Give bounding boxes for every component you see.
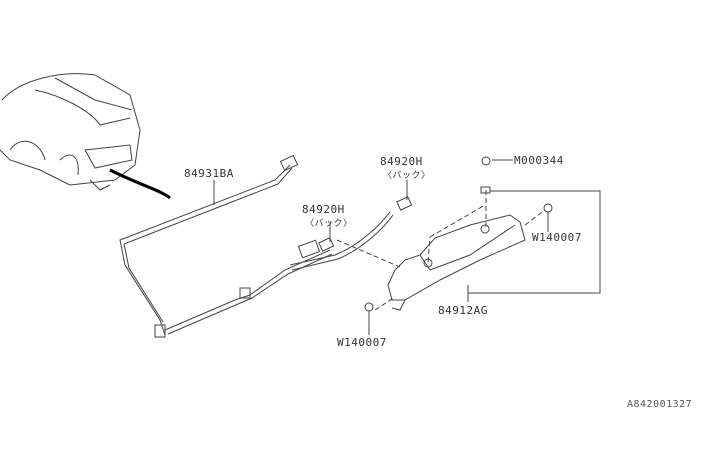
- note-upper: 〈バック〉: [383, 171, 431, 181]
- figure-code: A842001327: [627, 399, 693, 410]
- label-84912AG: 84912AG: [438, 304, 488, 317]
- bulb-upper: [396, 196, 413, 211]
- car-illustration: [0, 73, 171, 200]
- label-W140007-left: W140007: [337, 336, 387, 349]
- label-84920H-upper: 84920H: [380, 155, 423, 168]
- screw-right: [543, 203, 553, 213]
- bulb-lower: [318, 237, 335, 252]
- label-M000344: M000344: [514, 154, 564, 167]
- clip-M000344: [481, 156, 491, 166]
- label-84920H-lower: 84920H: [302, 203, 345, 216]
- harness-84931BA: [119, 154, 394, 338]
- leader-dashed: [336, 190, 546, 311]
- label-W140007-right: W140007: [532, 231, 582, 244]
- lamp-84912AG: [387, 214, 526, 311]
- note-lower: 〈バック〉: [305, 219, 353, 229]
- screw-left: [364, 302, 374, 312]
- label-84931BA: 84931BA: [184, 167, 234, 180]
- nut: [480, 186, 491, 194]
